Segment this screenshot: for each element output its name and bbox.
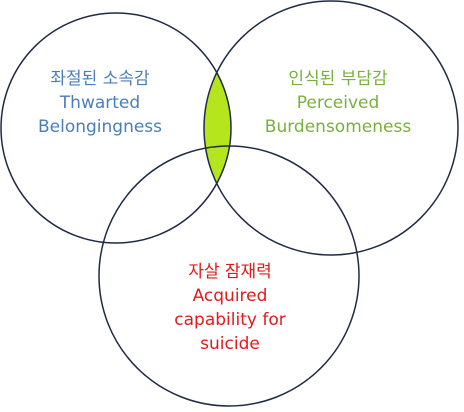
label-perceived-line2: Burdensomeness: [264, 117, 412, 137]
circle-acquired-capability: [98, 145, 360, 407]
label-thwarted-line1: Thwarted: [59, 93, 141, 113]
label-acquired-line2: capability for: [174, 310, 286, 330]
circle-perceived-burdensomeness: [203, 0, 459, 256]
label-thwarted-korean: 좌절된 소속감: [50, 69, 150, 89]
label-acquired-capability: 자살 잠재력 Acquired capability for suicide: [140, 260, 320, 356]
circle-thwarted-belongingness: [0, 12, 232, 244]
label-acquired-line1: Acquired: [192, 286, 268, 306]
label-acquired-line3: suicide: [200, 334, 260, 354]
label-thwarted-belongingness: 좌절된 소속감 Thwarted Belongingness: [30, 67, 170, 139]
label-thwarted-line2: Belongingness: [37, 117, 163, 137]
label-perceived-burdensomeness: 인식된 부담감 Perceived Burdensomeness: [258, 67, 418, 139]
label-perceived-line1: Perceived: [296, 93, 380, 113]
label-acquired-korean: 자살 잠재력: [188, 262, 272, 282]
label-perceived-korean: 인식된 부담감: [288, 69, 388, 89]
